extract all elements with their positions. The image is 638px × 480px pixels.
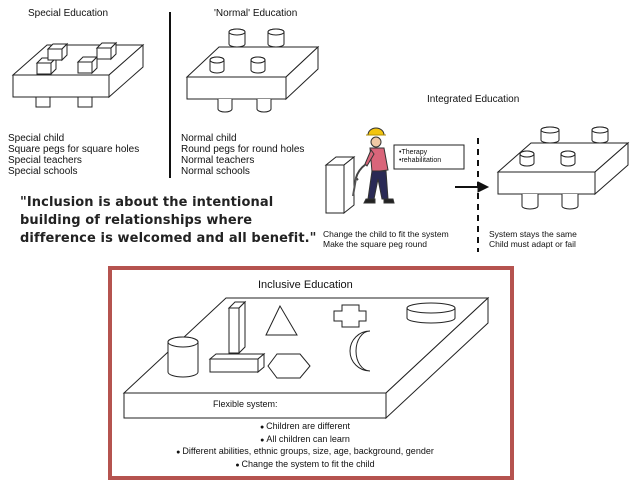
therapy-item: Therapy xyxy=(399,149,441,157)
special-slab-diagram xyxy=(13,43,143,107)
normal-item: Round pegs for round holes xyxy=(181,144,305,155)
integrated-slab-diagram xyxy=(498,127,628,209)
round-peg xyxy=(251,57,265,73)
arrow-right-icon xyxy=(455,182,488,192)
round-peg xyxy=(592,127,608,143)
special-item: Square pegs for square holes xyxy=(8,144,140,155)
inclusive-list: Children are different All children can … xyxy=(120,421,490,471)
hexagon-shape xyxy=(268,354,310,378)
flexible-system-label: Flexible system: xyxy=(213,399,278,409)
special-item: Special schools xyxy=(8,166,78,177)
normal-item: Normal child xyxy=(181,133,237,144)
special-item: Special child xyxy=(8,133,65,144)
integrated-education-title: Integrated Education xyxy=(427,94,520,105)
special-item: Special teachers xyxy=(8,155,82,166)
round-peg xyxy=(229,29,245,47)
round-peg xyxy=(520,151,534,166)
square-peg xyxy=(78,57,97,73)
worker-figure xyxy=(353,128,394,203)
cylinder-shape xyxy=(168,337,198,377)
round-peg xyxy=(541,127,559,143)
triangle-shape xyxy=(266,306,297,335)
therapy-list: Therapy rehabilitation xyxy=(399,149,441,165)
integrated-left-caption: Change the child to fit the system Make … xyxy=(323,229,449,249)
caption-line: Child must adapt or fail xyxy=(489,239,576,249)
inclusive-item: Different abilities, ethnic groups, size… xyxy=(120,446,490,459)
normal-education-title: 'Normal' Education xyxy=(214,8,298,19)
quote-line: building of relationships where xyxy=(20,213,253,228)
normal-item: Normal schools xyxy=(181,166,250,177)
cross-shape xyxy=(334,305,366,327)
quote-line: difference is welcomed and all benefit." xyxy=(20,231,317,246)
normal-list: Normal child Round pegs for round holes … xyxy=(181,133,304,177)
integrated-right-caption: System stays the same Child must adapt o… xyxy=(489,229,577,249)
tall-block-shape xyxy=(229,302,245,353)
inclusive-item: All children can learn xyxy=(120,434,490,447)
special-education-title: Special Education xyxy=(28,8,109,19)
square-peg xyxy=(97,43,116,59)
disc-shape xyxy=(407,303,455,323)
therapy-item: rehabilitation xyxy=(399,157,441,165)
inclusive-item: Change the system to fit the child xyxy=(120,459,490,472)
round-peg xyxy=(210,57,224,73)
square-peg-pillar xyxy=(326,157,354,213)
crescent-shape xyxy=(350,331,370,371)
caption-line: Change the child to fit the system xyxy=(323,229,449,239)
inclusive-slab-diagram xyxy=(124,298,488,418)
square-peg xyxy=(37,58,56,74)
normal-slab-diagram xyxy=(187,29,318,112)
round-peg xyxy=(268,29,284,47)
quote-line: "Inclusion is about the intentional xyxy=(20,195,274,210)
inclusive-education-title: Inclusive Education xyxy=(258,279,353,291)
caption-line: Make the square peg round xyxy=(323,239,427,249)
inclusive-item: Children are different xyxy=(120,421,490,434)
flat-block-shape xyxy=(210,354,264,372)
normal-item: Normal teachers xyxy=(181,155,255,166)
square-peg xyxy=(48,44,67,60)
round-peg xyxy=(561,151,575,166)
caption-line: System stays the same xyxy=(489,229,577,239)
inclusion-quote: "Inclusion is about the intentional buil… xyxy=(20,194,317,248)
special-list: Special child Square pegs for square hol… xyxy=(8,133,139,177)
